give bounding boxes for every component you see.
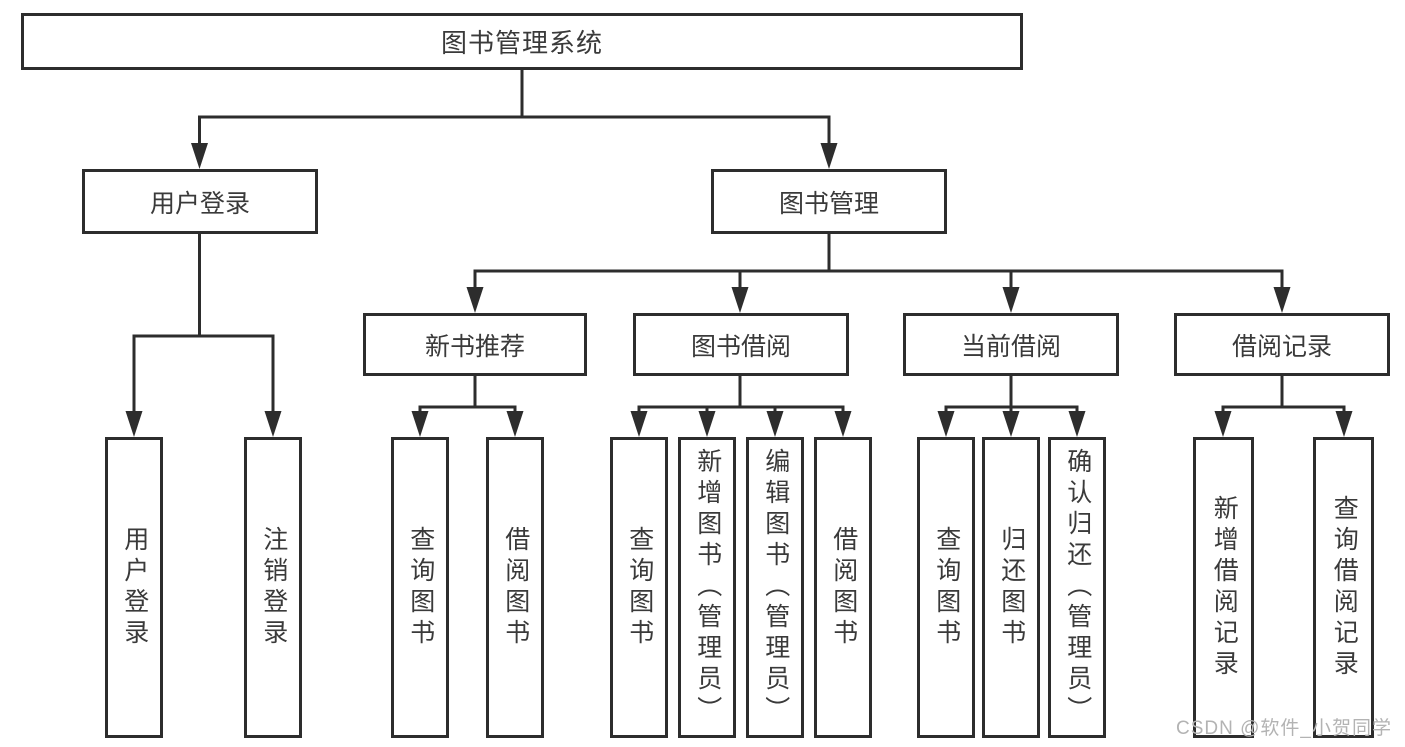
leaf-return-book: 归还图书 xyxy=(982,437,1040,738)
leaf-query-book-current: 查询图书 xyxy=(917,437,975,738)
node-current-borrow: 当前借阅 xyxy=(903,313,1119,376)
leaf-add-borrow-record: 新增借阅记录 xyxy=(1193,437,1254,738)
leaf-add-book-admin: 新增图书（管理员） xyxy=(678,437,736,738)
leaf-borrow-book: 借阅图书 xyxy=(814,437,872,738)
node-book-borrow: 图书借阅 xyxy=(633,313,849,376)
node-library-system-root: 图书管理系统 xyxy=(21,13,1023,70)
leaf-query-book-newbook: 查询图书 xyxy=(391,437,449,738)
leaf-logout: 注销登录 xyxy=(244,437,302,738)
csdn-watermark: CSDN @软件_小贺同学 xyxy=(1176,718,1392,739)
leaf-borrow-book-newbook: 借阅图书 xyxy=(486,437,544,738)
leaf-edit-book-admin: 编辑图书（管理员） xyxy=(746,437,804,738)
leaf-confirm-return-admin: 确认归还（管理员） xyxy=(1048,437,1106,738)
leaf-user-login: 用户登录 xyxy=(105,437,163,738)
node-user-login: 用户登录 xyxy=(82,169,318,234)
leaf-query-borrow-record: 查询借阅记录 xyxy=(1313,437,1374,738)
node-new-book-recommend: 新书推荐 xyxy=(363,313,587,376)
leaf-query-book-borrow: 查询图书 xyxy=(610,437,668,738)
node-book-management: 图书管理 xyxy=(711,169,947,234)
node-borrow-records: 借阅记录 xyxy=(1174,313,1390,376)
